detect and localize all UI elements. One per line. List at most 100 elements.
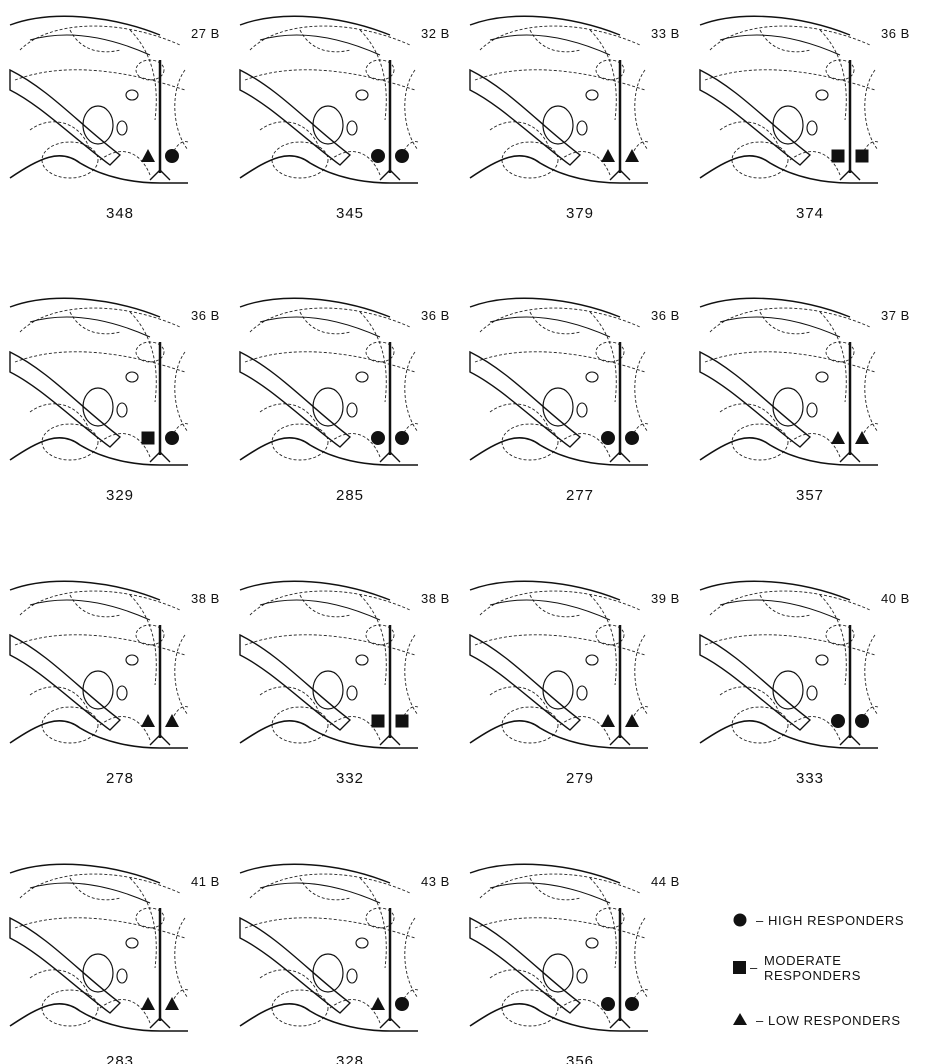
optic-tract-outline [240,635,350,730]
high-responder-marker [395,431,409,445]
animal-id-label: 348 [106,205,134,222]
dashed-nucleus-outline [502,990,558,1026]
cortex-contour [30,35,150,55]
nucleus-outline [816,372,828,382]
nucleus-outline [83,106,113,144]
dashed-nucleus-outline [405,352,418,432]
low-responder-marker [141,149,155,162]
cortex-contour [30,883,150,903]
optic-tract-outline [10,70,120,165]
nucleus-outline [356,938,368,948]
optic-tract-outline [10,635,120,730]
nucleus-outline [543,671,573,709]
cortex-contour [30,600,150,620]
animal-id-label: 345 [336,205,364,222]
cortex-contour [720,600,840,620]
optic-tract-outline [240,70,350,165]
optic-tract-outline [700,70,810,165]
section-panel: 40 B333 [700,581,910,787]
dashed-nucleus-outline [300,312,350,334]
animal-id-label: 328 [336,1053,364,1064]
high-responder-marker [625,997,639,1011]
dashed-nucleus-outline [260,970,320,998]
nucleus-outline [816,90,828,100]
nucleus-outline [313,671,343,709]
dashed-nucleus-outline [490,404,550,432]
plane-label: 38 B [191,591,220,606]
cortex-contour [700,298,850,317]
dashed-nucleus-outline [732,142,788,178]
high-responder-marker [601,431,615,445]
nucleus-outline [356,655,368,665]
dashed-nucleus-outline [820,595,846,685]
nucleus-outline [543,388,573,426]
dashed-nucleus-outline [30,687,90,715]
section-panel: 39 B279 [470,581,680,787]
nucleus-outline [356,90,368,100]
dashed-nucleus-outline [272,142,328,178]
animal-id-label: 374 [796,205,824,222]
dashed-nucleus-outline [272,707,328,743]
cortex-contour [260,600,380,620]
plane-label: 39 B [651,591,680,606]
dashed-nucleus-outline [30,970,90,998]
cortex-contour [490,883,610,903]
nucleus-outline [126,90,138,100]
ventral-contour [10,721,188,748]
cortex-contour [470,298,620,317]
cortex-contour [240,298,390,317]
cortex-contour [10,298,160,317]
dashed-nucleus-outline [530,878,580,900]
high-responder-marker [855,714,869,728]
moderate-responder-marker [856,150,869,163]
dashed-nucleus-outline [175,352,188,432]
dashed-nucleus-outline [590,595,616,685]
section-panel: 38 B332 [240,581,450,787]
plane-label: 41 B [191,874,220,889]
nucleus-outline [773,671,803,709]
low-responder-marker [855,431,869,444]
nucleus-outline [577,686,587,700]
dashed-nucleus-outline [42,707,98,743]
nucleus-outline [117,403,127,417]
dashed-nucleus-outline [42,142,98,178]
ventral-contour [240,438,418,465]
dashed-nucleus-outline [590,312,616,402]
ventral-contour [10,438,188,465]
moderate-responder-marker [832,150,845,163]
animal-id-label: 357 [796,487,824,504]
optic-tract-outline [240,918,350,1013]
animal-id-label: 278 [106,770,134,787]
ventral-contour [700,438,878,465]
moderate-responder-marker [372,715,385,728]
low-responder-marker-icon [733,1013,747,1025]
dashed-nucleus-outline [530,312,580,334]
dashed-nucleus-outline [300,878,350,900]
legend-moderate-label-line1: MODERATE [764,953,842,968]
section-panel: 33 B379 [470,16,680,222]
cortex-contour [700,16,850,35]
dashed-nucleus-outline [865,352,878,432]
ventral-contour [470,438,648,465]
cortex-contour [30,317,150,337]
animal-id-label: 332 [336,770,364,787]
section-panel: 44 B356 [470,864,680,1064]
dashed-nucleus-outline [502,424,558,460]
section-panel: 38 B 278 [10,581,220,787]
dashed-nucleus-outline [30,404,90,432]
legend-low-label: – LOW RESPONDERS [756,1013,901,1028]
low-responder-marker [601,149,615,162]
high-responder-marker [371,149,385,163]
legend-high-label: – HIGH RESPONDERS [756,913,904,928]
cortex-contour [10,864,160,883]
dashed-nucleus-outline [720,404,780,432]
dashed-nucleus-outline [272,424,328,460]
dashed-nucleus-outline [42,424,98,460]
high-responder-marker-icon [734,914,747,927]
nucleus-outline [773,106,803,144]
dashed-nucleus-outline [502,707,558,743]
high-responder-marker [395,997,409,1011]
dashed-nucleus-outline [635,352,648,432]
